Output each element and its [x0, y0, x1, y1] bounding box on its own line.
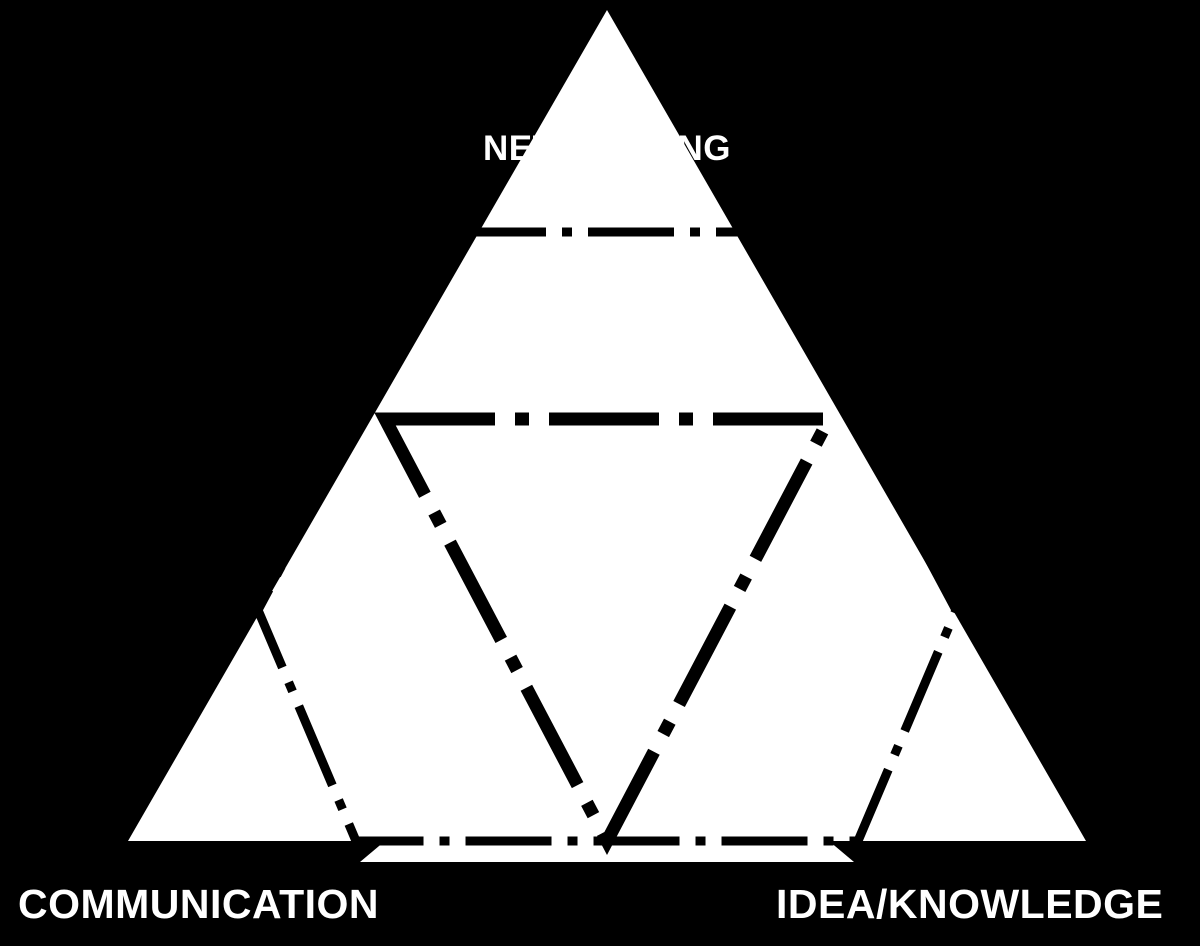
hexagon-group	[253, 227, 961, 862]
hexagon-corner-notch-left	[441, 228, 478, 250]
inner-inverted-dashed-triangle	[374, 412, 840, 855]
bottom-right-label-idea-knowledge: IDEA/KNOWLEDGE	[776, 881, 1163, 927]
hexagon-corner-notch-right	[736, 228, 773, 250]
bottom-left-label-communication: COMMUNICATION	[18, 881, 379, 927]
